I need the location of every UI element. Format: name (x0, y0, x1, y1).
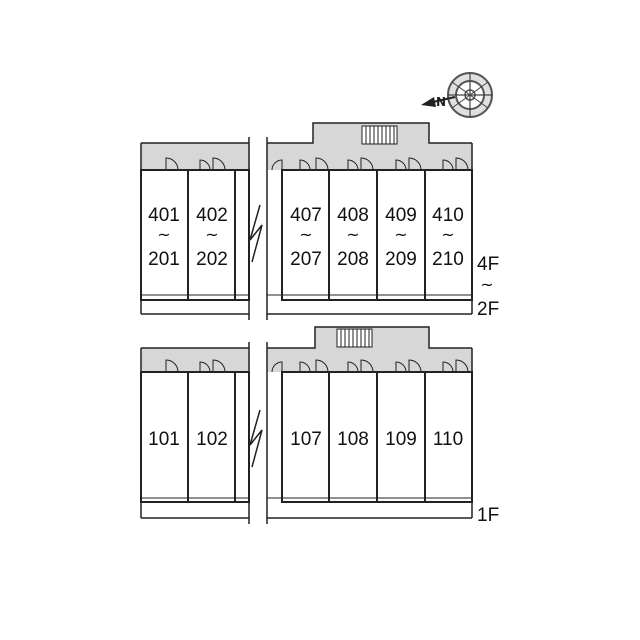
compass-north-label: N (436, 95, 446, 109)
unit-410-210: 410 ~ 210 (432, 205, 464, 270)
staircase-icon (361, 125, 398, 145)
unit-number-bottom: 201 (148, 249, 180, 270)
unit-402-202: 402 ~ 202 (196, 205, 228, 270)
floor-bottom-label: 2F (477, 299, 499, 320)
floor-range-label: 4F ~ 2F (477, 254, 499, 320)
floor-top-label: 4F (477, 254, 499, 275)
unit-number-top: 401 (148, 205, 180, 226)
floor-label-1f: 1F (477, 505, 499, 526)
unit-number-top: 407 (290, 205, 322, 226)
unit-number-bottom: 209 (385, 249, 417, 270)
unit-101: 101 (148, 429, 180, 450)
unit-401-201: 401 ~ 201 (148, 205, 180, 270)
range-mark: ~ (394, 225, 407, 244)
unit-109: 109 (385, 429, 417, 450)
range-mark: ~ (157, 225, 170, 244)
unit-number-top: 402 (196, 205, 228, 226)
unit-number-bottom: 210 (432, 249, 464, 270)
compass-icon: N (421, 72, 493, 118)
unit-108: 108 (337, 429, 369, 450)
range-mark: ~ (441, 225, 454, 244)
unit-409-209: 409 ~ 209 (385, 205, 417, 270)
unit-number-top: 410 (432, 205, 464, 226)
staircase-icon (336, 328, 373, 348)
unit-408-208: 408 ~ 208 (337, 205, 369, 270)
unit-number-bottom: 208 (337, 249, 369, 270)
unit-407-207: 407 ~ 207 (290, 205, 322, 270)
unit-number-bottom: 207 (290, 249, 322, 270)
range-mark: ~ (346, 225, 359, 244)
unit-107: 107 (290, 429, 322, 450)
unit-102: 102 (196, 429, 228, 450)
unit-110: 110 (433, 429, 463, 450)
first-floor-block: 101 102 107 108 109 110 1F (140, 326, 499, 526)
floor-range-mark: ~ (480, 275, 493, 294)
unit-number-top: 408 (337, 205, 369, 226)
unit-number-bottom: 202 (196, 249, 228, 270)
upper-floor-block: 401 ~ 201 402 ~ 202 407 ~ 207 408 ~ 208 … (140, 122, 499, 320)
range-mark: ~ (299, 225, 312, 244)
range-mark: ~ (205, 225, 218, 244)
unit-number-top: 409 (385, 205, 417, 226)
